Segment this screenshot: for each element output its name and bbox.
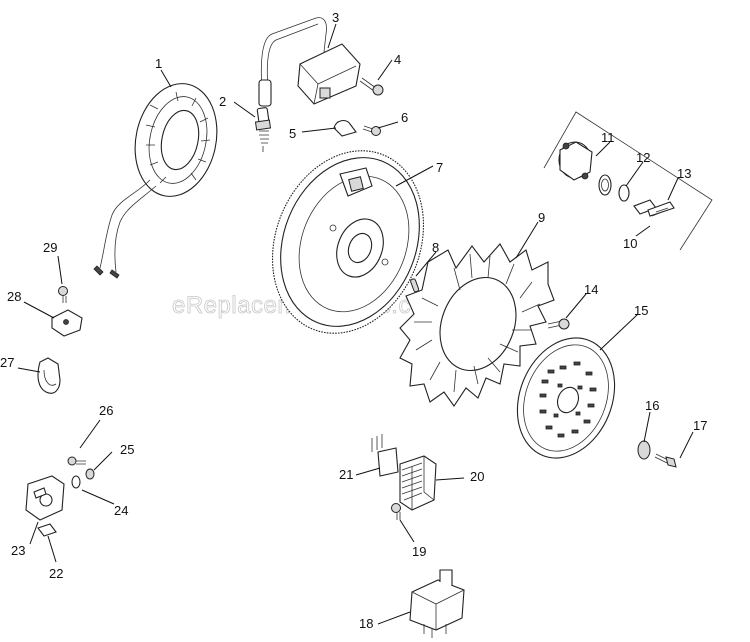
leader-lines — [17, 23, 694, 625]
part-key-switch-assembly[interactable] — [543, 111, 713, 251]
callout-13: 13 — [677, 166, 691, 181]
part-relay[interactable] — [409, 569, 465, 638]
callout-17: 17 — [693, 418, 707, 433]
callout-14: 14 — [584, 282, 598, 297]
part-nut-24[interactable] — [71, 475, 81, 489]
callout-labels: 1 2 3 4 5 6 7 8 9 10 11 12 13 14 15 16 1… — [0, 10, 707, 631]
part-screw-6[interactable] — [362, 125, 381, 136]
part-screw-19[interactable] — [391, 503, 401, 521]
callout-11: 11 — [601, 130, 615, 145]
callout-4: 4 — [394, 52, 401, 67]
callout-16: 16 — [645, 398, 659, 413]
part-key-8[interactable] — [410, 278, 420, 293]
part-flywheel[interactable] — [246, 128, 450, 356]
callout-8: 8 — [432, 240, 439, 255]
callout-21: 21 — [339, 467, 353, 482]
part-switch-bracket[interactable] — [25, 475, 65, 521]
part-screw-29[interactable] — [58, 286, 68, 304]
part-screw-14[interactable] — [547, 318, 570, 330]
callout-26: 26 — [99, 403, 113, 418]
callout-2: 2 — [219, 94, 226, 109]
callout-10: 10 — [623, 236, 637, 251]
part-bolt-17[interactable] — [654, 453, 677, 468]
part-clip-5[interactable] — [333, 119, 357, 137]
callout-29: 29 — [43, 240, 57, 255]
part-screen[interactable] — [500, 323, 632, 472]
part-clamp-28[interactable] — [51, 309, 83, 337]
part-ignition-module[interactable] — [258, 17, 361, 107]
part-regulator[interactable] — [399, 455, 437, 511]
callout-20: 20 — [470, 469, 484, 484]
callout-7: 7 — [436, 160, 443, 175]
callout-22: 22 — [49, 566, 63, 581]
part-bracket-27[interactable] — [37, 357, 61, 394]
part-washer-16[interactable] — [637, 440, 651, 460]
callout-5: 5 — [289, 126, 296, 141]
callout-9: 9 — [538, 210, 545, 225]
part-screw-26[interactable] — [67, 456, 86, 466]
part-clip-22[interactable] — [37, 523, 57, 537]
callout-28: 28 — [7, 289, 21, 304]
callout-24: 24 — [114, 503, 128, 518]
callout-12: 12 — [636, 150, 650, 165]
callout-19: 19 — [412, 544, 426, 559]
part-connector-21[interactable] — [371, 434, 399, 477]
callout-1: 1 — [155, 56, 162, 71]
callout-27: 27 — [0, 355, 14, 370]
callout-23: 23 — [11, 543, 25, 558]
part-washer-25[interactable] — [85, 468, 95, 480]
callout-25: 25 — [120, 442, 134, 457]
part-screw-4[interactable] — [359, 77, 384, 96]
callout-3: 3 — [332, 10, 339, 25]
part-fan[interactable] — [399, 243, 555, 407]
callout-15: 15 — [634, 303, 648, 318]
callout-6: 6 — [401, 110, 408, 125]
part-spark-plug[interactable] — [254, 107, 272, 152]
part-stator[interactable] — [93, 76, 227, 279]
callout-18: 18 — [359, 616, 373, 631]
